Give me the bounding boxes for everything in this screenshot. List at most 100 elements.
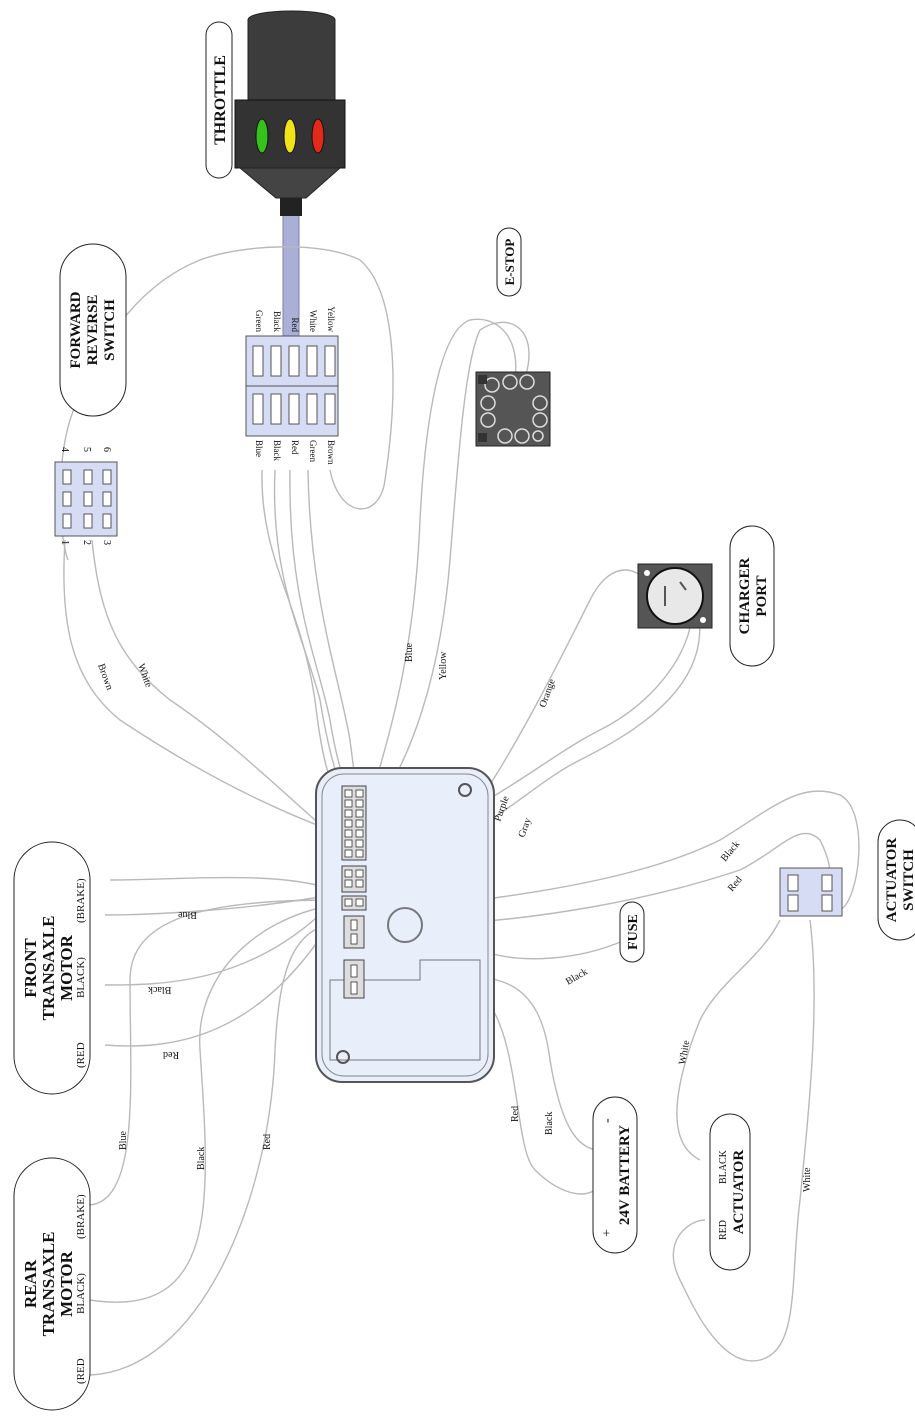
label-yellow: Yellow <box>438 651 449 680</box>
throttle-stem <box>280 198 302 216</box>
estop-label-text: E-STOP <box>502 239 517 286</box>
label-brown: Brown <box>95 662 115 691</box>
actuator-switch-label: ACTUATOR SWITCH <box>877 819 915 941</box>
actuator-term-black: BLACK <box>718 1149 729 1184</box>
charger-line1: CHARGER <box>737 557 753 634</box>
throttle-led-green <box>255 118 269 154</box>
switch-pin-6: 6 <box>101 447 112 452</box>
plug-bottom-1: Blue <box>254 440 264 457</box>
plug-top-2: Black <box>272 311 282 332</box>
label-front-red: Red <box>163 1049 179 1060</box>
wire-throttle-blue <box>261 469 346 801</box>
throttle-led-yellow <box>283 118 297 154</box>
fr-switch-label: FORWARD REVERSE SWITCH <box>59 243 127 417</box>
label-rear-black: Black <box>196 1147 207 1170</box>
label-purple: Purple <box>492 794 511 823</box>
label-blue-ctrl: Blue <box>404 643 415 662</box>
actuator-label: ACTUATOR RED BLACK <box>709 1113 751 1271</box>
rear-motor-term-red: (RED <box>75 1358 87 1384</box>
rear-motor-label: REAR TRANSAXLE MOTOR (RED BLACK) (BRAKE) <box>13 1157 91 1411</box>
plug-top-4: White <box>308 310 318 332</box>
label-batt-black: Black <box>544 1112 555 1135</box>
label-orange: Orange <box>537 677 558 709</box>
switch-pin-4: 4 <box>59 447 70 452</box>
battery-label-text: 24V BATTERY <box>617 1125 633 1225</box>
label-fuse-black: Black <box>564 966 590 987</box>
front-motor-line2: TRANSAXLE <box>39 916 58 1021</box>
switch-pin-3: 3 <box>101 540 112 545</box>
switch-pin-1: 1 <box>59 540 70 545</box>
fr-switch: 1 2 3 4 5 6 <box>54 447 118 545</box>
wire-front-extra-1 <box>109 876 334 891</box>
wire-yellow <box>374 321 530 811</box>
wire-white-switch <box>91 539 333 836</box>
label-front-blue: Blue <box>177 909 196 920</box>
front-motor-line1: FRONT <box>21 938 40 998</box>
wire-throttle-red <box>289 469 357 811</box>
switch-pin-5: 5 <box>81 447 92 452</box>
throttle-neck <box>238 167 342 199</box>
throttle-led-red <box>311 118 325 154</box>
actuator-switch-line1: ACTUATOR <box>884 838 900 923</box>
estop-label: E-STOP <box>496 227 522 297</box>
plug-top-3: Red <box>290 318 300 333</box>
front-motor-line3: MOTOR <box>57 934 76 1001</box>
wire-brown <box>63 539 331 831</box>
actuator-label-text: ACTUATOR <box>731 1150 747 1235</box>
front-motor-term-red: (RED <box>75 1042 87 1068</box>
plug-bottom-5: Brown <box>326 440 336 465</box>
label-front-black: Black <box>148 984 171 995</box>
plug-bottom-3: Red <box>290 440 300 455</box>
fr-switch-line3: SWITCH <box>102 299 118 361</box>
wire-front-black <box>104 904 331 986</box>
wire-act-white-1 <box>676 919 781 1161</box>
charger-line2: PORT <box>754 575 770 616</box>
throttle-plug: Green Black Red White Yellow Blue Black … <box>245 306 339 465</box>
label-batt-red: Red <box>510 1106 521 1122</box>
wire-act-white-2 <box>672 919 815 1362</box>
wire-rear-black <box>89 904 334 1303</box>
label-white-switch: White <box>135 662 154 689</box>
label-act-black: Black <box>719 839 742 864</box>
estop <box>475 371 551 447</box>
wire-front-red <box>104 914 336 1047</box>
plug-top-5: Yellow <box>326 306 336 332</box>
wire-rear-red <box>89 919 341 1376</box>
throttle-knob <box>247 10 336 101</box>
plug-bottom-2: Black <box>272 440 282 461</box>
plug-bottom-4: Green <box>308 440 318 462</box>
wire-fuse-black <box>479 939 626 960</box>
wire-front-blue <box>104 894 331 916</box>
front-motor-term-brake: (BRAKE) <box>75 878 87 923</box>
actuator-switch <box>779 867 843 917</box>
label-gray: Gray <box>516 816 533 839</box>
fr-switch-line1: FORWARD <box>68 291 84 368</box>
plug-top-1: Green <box>254 310 264 332</box>
battery-minus: - <box>600 1118 615 1123</box>
wire-rear-blue <box>89 899 331 1206</box>
wire-throttle-brown <box>59 246 394 561</box>
wire-act-black <box>439 790 860 911</box>
battery-plus: + <box>600 1229 615 1237</box>
switch-pin-2: 2 <box>81 540 92 545</box>
controller <box>315 767 495 1083</box>
throttle-label-text: THROTTLE <box>212 55 229 145</box>
fr-switch-line2: REVERSE <box>85 295 101 366</box>
throttle <box>234 10 346 216</box>
wire-batt-red <box>489 1004 596 1195</box>
front-motor-term-black: BLACK) <box>75 957 87 998</box>
battery-label: 24V BATTERY + - <box>592 1096 638 1254</box>
rear-motor-line2: TRANSAXLE <box>39 1232 58 1337</box>
wire-estop-loop <box>369 318 517 801</box>
wire-act-red <box>429 832 831 926</box>
rear-motor-line3: MOTOR <box>57 1250 76 1317</box>
actuator-term-red: RED <box>718 1220 729 1240</box>
rear-motor-line1: REAR <box>21 1259 40 1308</box>
label-act-white-2: White <box>802 1167 813 1192</box>
front-motor-label: FRONT TRANSAXLE MOTOR (RED BLACK) (BRAKE… <box>13 841 91 1095</box>
rear-motor-term-brake: (BRAKE) <box>75 1194 87 1239</box>
label-act-red: Red <box>726 875 745 894</box>
actuator-switch-line2: SWITCH <box>901 849 915 911</box>
throttle-label: THROTTLE <box>205 21 233 179</box>
